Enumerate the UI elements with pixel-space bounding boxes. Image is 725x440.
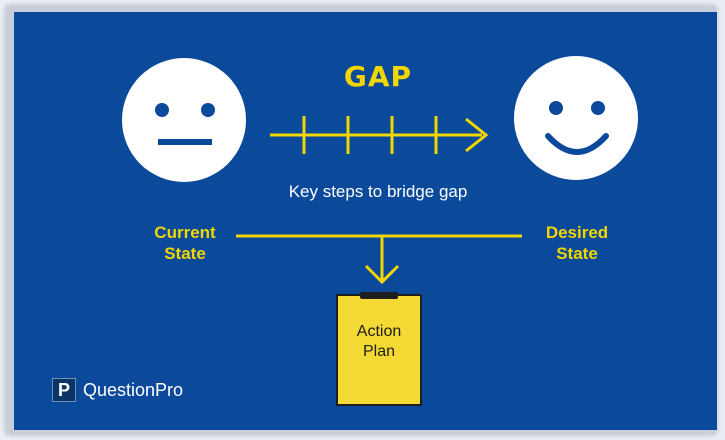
neutral-face-icon: [122, 58, 246, 182]
image-frame: GAP Key steps to bridge gap Current Stat…: [6, 6, 717, 434]
action-plan-clipboard: Action Plan: [336, 292, 422, 406]
gap-title: GAP: [343, 60, 413, 93]
steps-arrow-icon: [270, 116, 489, 154]
questionpro-logo-mark-icon: P: [52, 378, 76, 402]
clipboard-clip-icon: [360, 292, 398, 299]
smiley-face-icon: [514, 56, 638, 180]
action-plan-label: Action Plan: [356, 323, 402, 360]
connector-down-arrow-icon: [236, 234, 522, 285]
brand-name: QuestionPro: [83, 380, 184, 400]
steps-caption: Key steps to bridge gap: [288, 182, 468, 201]
desired-state-label: Desired State: [522, 222, 632, 264]
desired-state-text: Desired State: [545, 223, 609, 263]
gap-analysis-diagram: GAP Key steps to bridge gap Current Stat…: [14, 12, 717, 430]
current-state-text: Current State: [154, 223, 216, 263]
brand-mark-letter: P: [58, 380, 71, 400]
current-state-label: Current State: [130, 222, 240, 264]
